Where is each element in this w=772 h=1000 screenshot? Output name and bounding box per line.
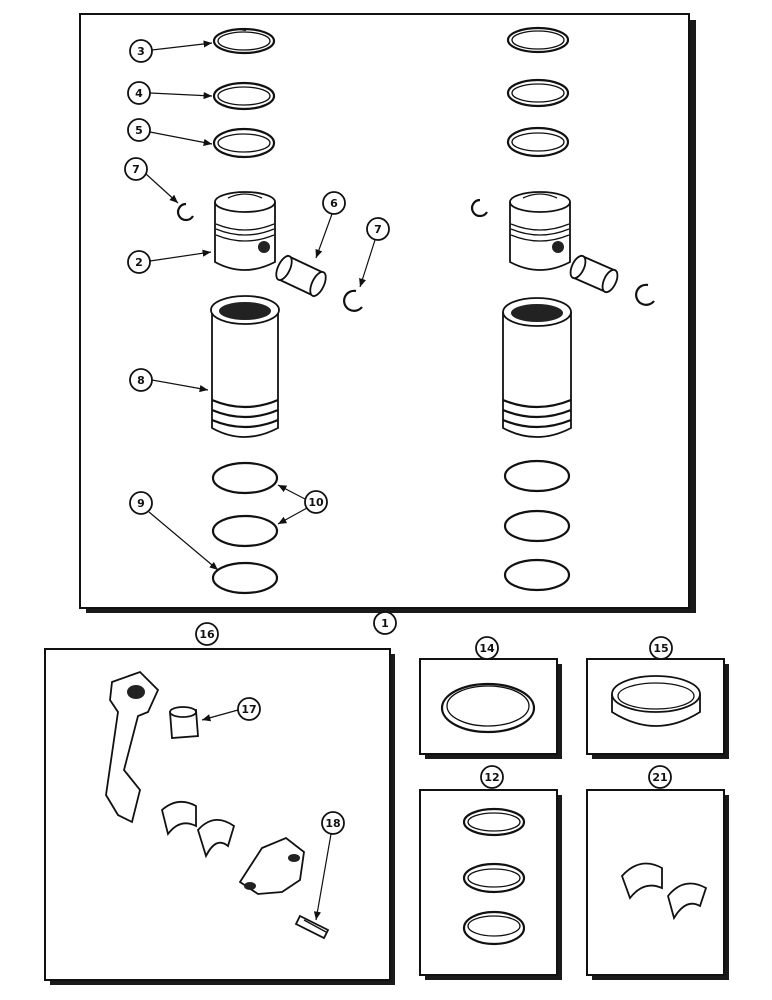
snap-ring-left — [177, 202, 194, 222]
left-parts-column — [177, 27, 363, 595]
callout-9-label: 9 — [137, 497, 145, 510]
oil-control-ring — [212, 127, 276, 159]
callout-6: 6 — [315, 191, 346, 259]
callout-7-left: 7 — [124, 157, 179, 204]
callout-3: 3 — [129, 39, 213, 63]
right-parts-column — [471, 26, 655, 592]
second-compression-ring — [212, 81, 276, 111]
sleeve-ring-14 — [440, 682, 536, 734]
callout-4-label: 4 — [135, 87, 143, 100]
callout-21-label: 21 — [652, 771, 667, 784]
piston-pin — [275, 254, 327, 298]
callout-15-label: 15 — [653, 642, 668, 655]
callout-2: 2 — [127, 249, 212, 274]
callout-9: 9 — [129, 491, 219, 571]
snap-ring-right — [343, 289, 363, 312]
sleeve-seal-ring-upper — [211, 461, 279, 495]
callout-12-label: 12 — [484, 771, 499, 784]
callout-16: 16 — [195, 622, 219, 646]
rod-bearing-inserts — [160, 800, 236, 859]
callout-3-label: 3 — [137, 45, 145, 58]
callout-8-label: 8 — [137, 374, 145, 387]
callout-17-label: 17 — [241, 703, 256, 716]
panel-12 — [419, 789, 562, 980]
callout-10: 10 — [277, 484, 328, 525]
connecting-rod — [105, 670, 160, 824]
callout-4: 4 — [127, 81, 213, 105]
callout-7-left-label: 7 — [132, 163, 140, 176]
callout-10-label: 10 — [308, 496, 324, 509]
sleeve-band-15 — [611, 675, 701, 727]
cylinder-sleeve — [210, 295, 280, 438]
callout-18: 18 — [313, 811, 345, 921]
callout-14-label: 14 — [479, 642, 495, 655]
callout-7-right-label: 7 — [374, 223, 382, 236]
callout-8: 8 — [129, 368, 209, 393]
callout-17: 17 — [201, 697, 261, 722]
sleeve-seal-ring-lower — [211, 561, 279, 595]
piston-pin-bushing — [169, 706, 199, 739]
callout-7-right: 7 — [359, 217, 390, 288]
rod-bolt — [294, 914, 330, 940]
callout-14: 14 — [475, 636, 499, 660]
callout-1: 1 — [373, 611, 397, 635]
callout-12: 12 — [480, 765, 504, 789]
main-bearing-inserts-21 — [620, 862, 708, 921]
callout-2-label: 2 — [135, 256, 143, 269]
rod-cap — [238, 836, 305, 895]
callout-5-label: 5 — [135, 124, 143, 137]
callout-5: 5 — [127, 118, 213, 146]
top-compression-ring — [212, 27, 276, 55]
callout-6-label: 6 — [330, 197, 338, 210]
callout-1-label: 1 — [381, 617, 389, 630]
callout-21: 21 — [648, 765, 672, 789]
callout-15: 15 — [649, 636, 673, 660]
piston-ring-set-12 — [462, 807, 526, 946]
piston — [214, 191, 276, 271]
callout-18-label: 18 — [325, 817, 340, 830]
sleeve-kit-panel — [79, 13, 696, 613]
sleeve-seal-ring-middle — [211, 514, 279, 548]
callout-16-label: 16 — [199, 628, 215, 641]
